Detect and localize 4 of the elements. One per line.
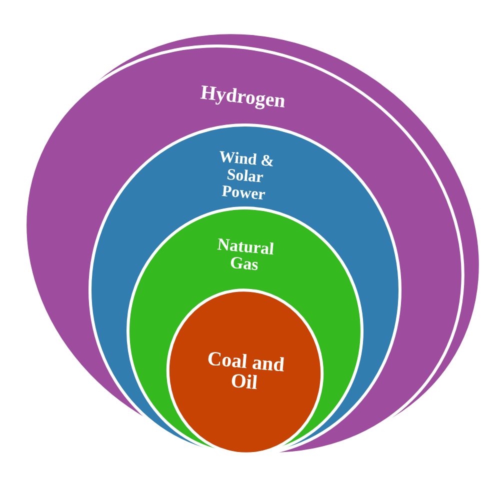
ellipse-label: Wind & Solar Power xyxy=(217,148,276,206)
ellipse-label: Hydrogen xyxy=(198,80,288,114)
ellipse-label: Coal and Oil xyxy=(205,348,286,396)
ellipse-label: Natural Gas xyxy=(216,234,276,276)
